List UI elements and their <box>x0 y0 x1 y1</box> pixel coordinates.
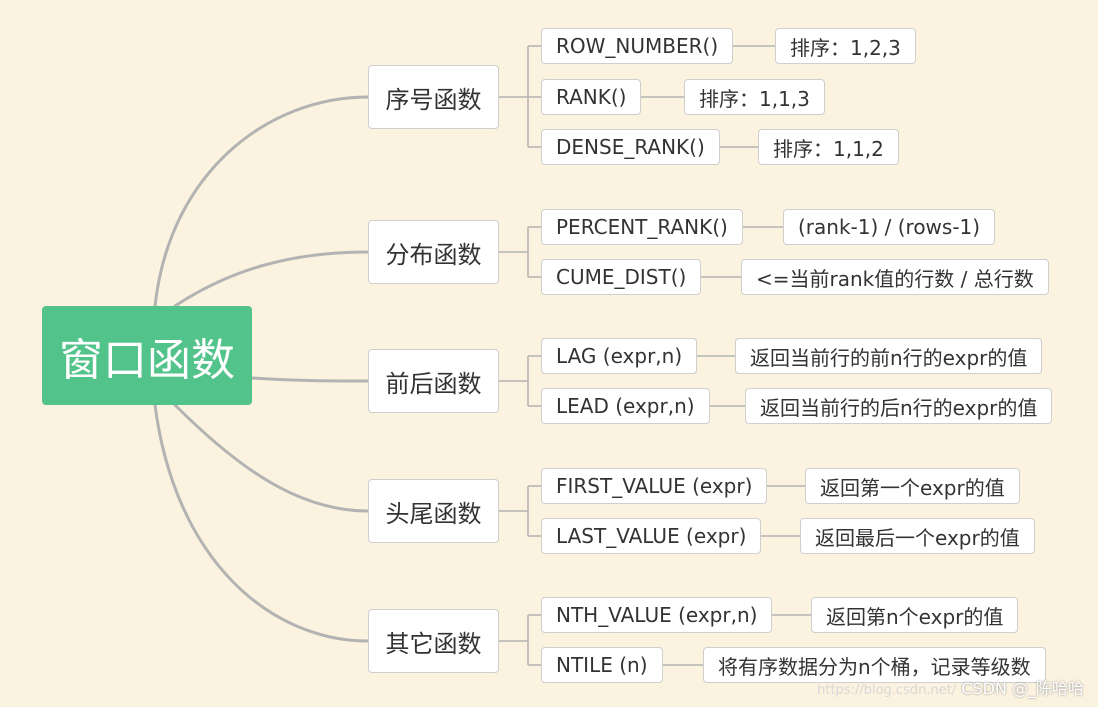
function-node: CUME_DIST() <box>541 259 702 295</box>
category-node-头尾函数: 头尾函数 <box>368 479 499 543</box>
watermark-url: https://blog.csdn.net/ <box>817 683 957 698</box>
link-root-cat-4 <box>153 403 370 643</box>
description-node: 返回第一个expr的值 <box>805 468 1020 504</box>
description-node: 将有序数据分为n个桶，记录等级数 <box>703 647 1046 683</box>
description-node: 排序：1,1,2 <box>758 129 899 165</box>
root-node: 窗口函数 <box>42 306 252 405</box>
function-node: LAST_VALUE (expr) <box>541 518 762 554</box>
link-root-cat-3 <box>173 403 370 513</box>
description-node: <=当前rank值的行数 / 总行数 <box>741 259 1049 295</box>
link-root-cat-0 <box>153 95 370 308</box>
function-node: LEAD (expr,n) <box>541 388 710 424</box>
watermark-brand: CSDN @_陈哈哈 <box>961 679 1084 698</box>
category-node-其它函数: 其它函数 <box>368 609 499 673</box>
category-node-前后函数: 前后函数 <box>368 349 499 413</box>
function-node: NTH_VALUE (expr,n) <box>541 597 773 633</box>
function-node: NTILE (n) <box>541 647 663 683</box>
category-node-分布函数: 分布函数 <box>368 220 499 284</box>
function-node: DENSE_RANK() <box>541 129 720 165</box>
function-node: FIRST_VALUE (expr) <box>541 468 768 504</box>
description-node: 返回当前行的前n行的expr的值 <box>735 338 1043 374</box>
description-node: (rank-1) / (rows-1) <box>783 209 996 245</box>
function-node: LAG (expr,n) <box>541 338 698 374</box>
description-node: 排序：1,1,3 <box>684 79 825 115</box>
description-node: 排序：1,2,3 <box>775 28 916 64</box>
category-node-序号函数: 序号函数 <box>368 65 499 129</box>
function-node: ROW_NUMBER() <box>541 28 734 64</box>
function-node: PERCENT_RANK() <box>541 209 743 245</box>
link-root-cat-1 <box>173 250 370 308</box>
function-node: RANK() <box>541 79 642 115</box>
link-root-cat-2 <box>250 376 370 383</box>
description-node: 返回第n个expr的值 <box>811 597 1019 633</box>
watermark: https://blog.csdn.net/ CSDN @_陈哈哈 <box>817 675 1084 699</box>
description-node: 返回当前行的后n行的expr的值 <box>745 388 1053 424</box>
description-node: 返回最后一个expr的值 <box>800 518 1035 554</box>
